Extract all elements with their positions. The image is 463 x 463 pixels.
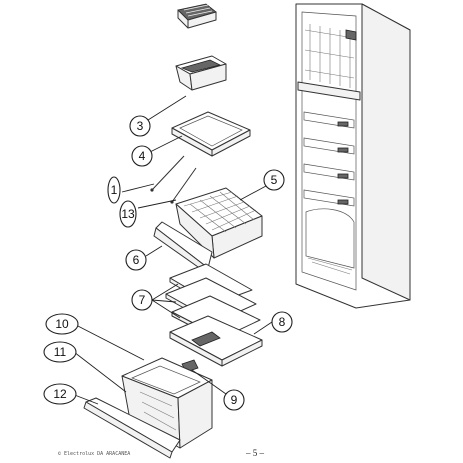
callout-1: 1 [107,176,121,204]
callout-12: 12 [43,383,77,405]
callout-13: 13 [119,200,137,228]
svg-text:4: 4 [139,149,146,163]
drawer-front-12 [83,397,181,459]
callout-8: 8 [271,311,293,333]
glass-shelf-3 [171,111,251,157]
svg-text:7: 7 [139,293,146,307]
svg-text:13: 13 [121,207,135,221]
crisper-drawer-10-11 [121,357,213,449]
svg-text:6: 6 [133,253,140,267]
footer-copyright: © Electrolux DA ARACANEA [58,451,130,457]
callout-3: 3 [129,115,151,137]
svg-text:11: 11 [54,345,67,359]
callout-4: 4 [131,145,153,167]
small-bin [175,55,227,91]
callout-10: 10 [45,313,79,335]
callout-9: 9 [223,389,245,411]
crisper-cover-8 [169,315,263,367]
ice-tray [177,3,217,29]
svg-text:1: 1 [111,183,118,197]
svg-text:9: 9 [231,393,238,407]
page-number: – 5 – [245,448,265,458]
shelf-frame-4 [172,112,250,150]
svg-text:10: 10 [55,317,69,331]
svg-text:5: 5 [271,173,278,187]
svg-text:3: 3 [137,119,144,133]
callout-7: 7 [131,289,153,311]
svg-text:12: 12 [53,387,67,401]
callout-6: 6 [125,249,147,271]
callout-11: 11 [43,341,77,363]
leader-lines [71,95,273,405]
rails-1-13 [150,155,197,204]
callout-5: 5 [263,169,285,191]
front-panel-6 [153,221,213,275]
refrigerator-cabinet [295,3,411,309]
svg-text:8: 8 [279,315,286,329]
